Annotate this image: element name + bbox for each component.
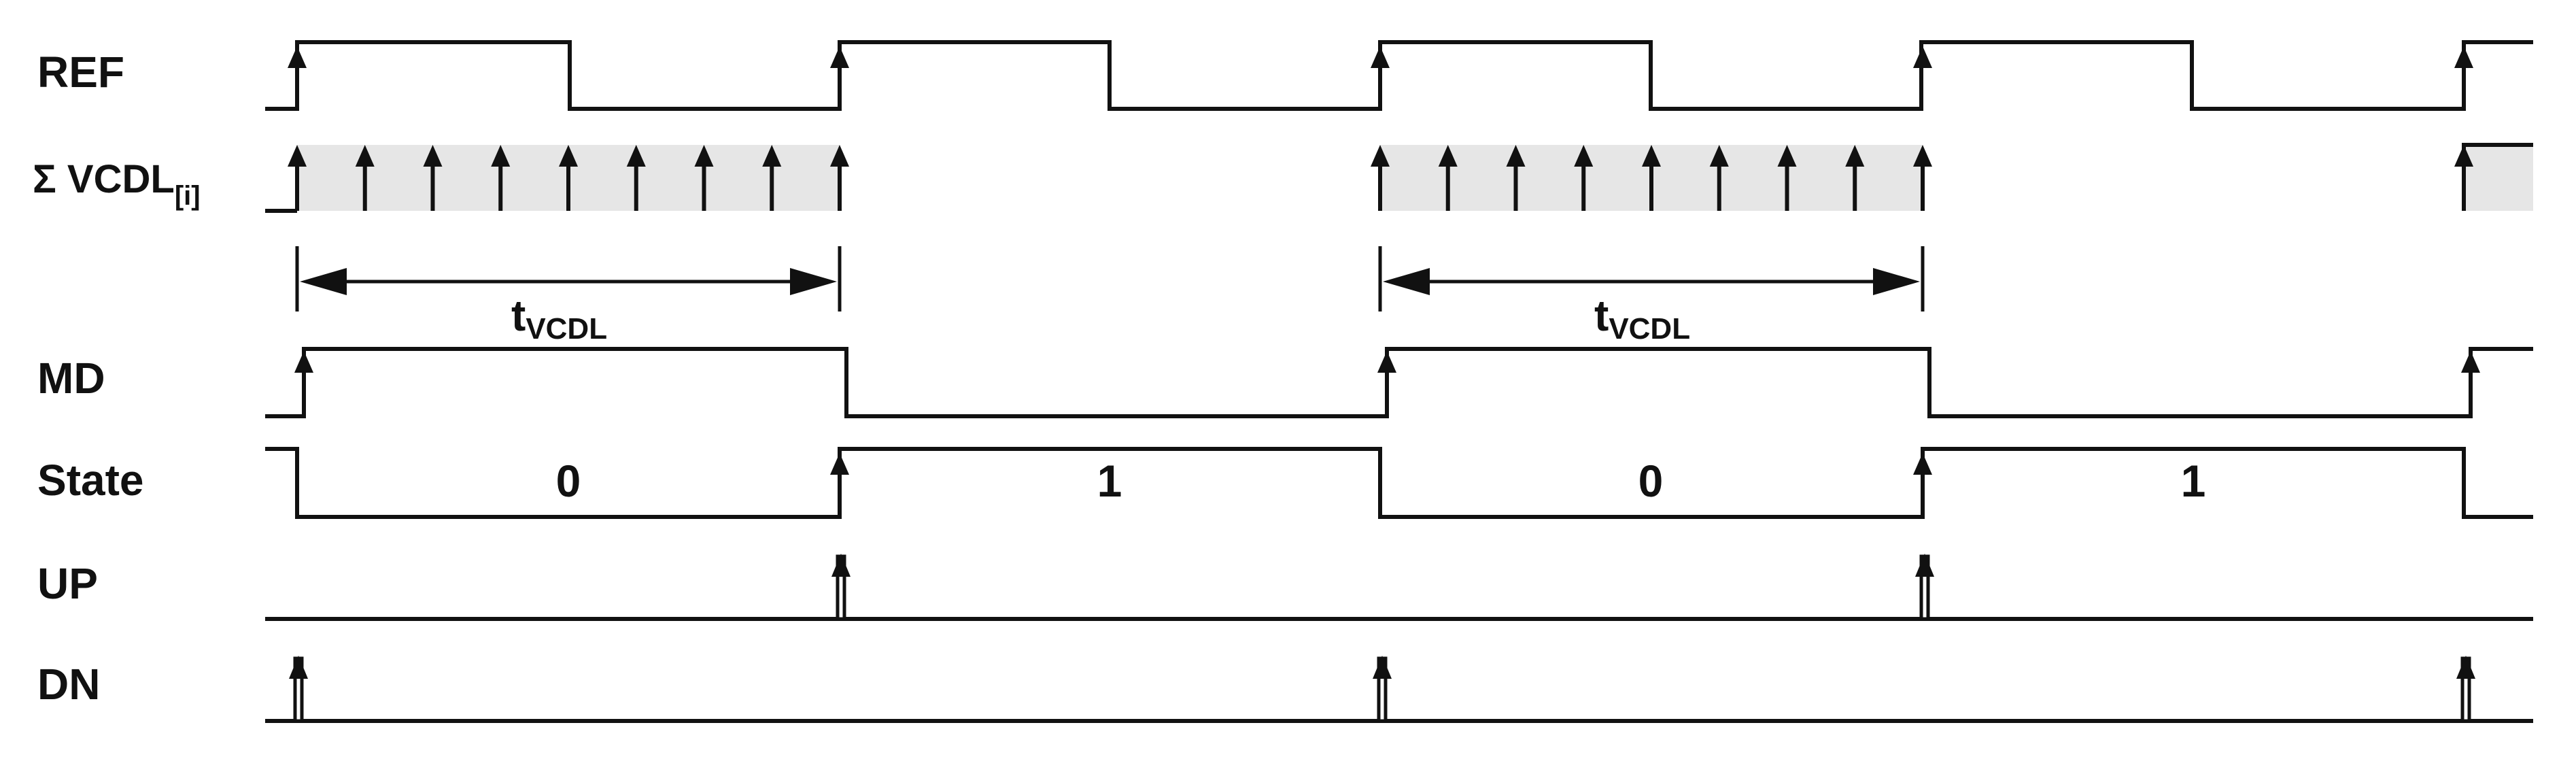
state-value-1: 0 xyxy=(556,456,581,506)
tvcdl-interval-1: tVCDL xyxy=(295,246,842,346)
vcdl-window-3 xyxy=(2464,145,2533,211)
rising-edge-arrow-icon xyxy=(1373,656,1392,679)
rising-edge-arrow-icon xyxy=(626,145,646,167)
ref-waveform xyxy=(265,40,2533,111)
rising-edge-arrow-icon xyxy=(423,145,443,167)
rising-edge-arrow-icon xyxy=(1913,46,1932,68)
tvcdl-interval-2: tVCDL xyxy=(1378,246,1925,346)
dn-label: DN xyxy=(37,660,100,709)
rising-edge-arrow-icon xyxy=(491,145,511,167)
ref-label: REF xyxy=(37,48,124,97)
state-value-4: 1 xyxy=(2181,456,2206,506)
rising-edge-arrow-icon xyxy=(831,554,851,577)
rising-edge-arrow-icon xyxy=(1709,145,1729,167)
rising-edge-arrow-icon xyxy=(830,46,849,68)
rising-edge-arrow-icon xyxy=(289,656,308,679)
rising-edge-arrow-icon xyxy=(1777,145,1797,167)
rising-edge-arrow-icon xyxy=(1574,145,1594,167)
rising-edge-arrow-icon xyxy=(2454,145,2473,167)
md-label: MD xyxy=(37,354,105,403)
state-edge-arrows xyxy=(830,453,1932,475)
vcdl-label: Σ VCDL[i] xyxy=(33,157,201,211)
rising-edge-arrow-icon xyxy=(762,145,782,167)
md-rising-edge-arrows xyxy=(294,351,2480,373)
rising-edge-arrow-icon xyxy=(830,453,849,475)
state-value-2: 1 xyxy=(1097,456,1122,506)
rising-edge-arrow-icon xyxy=(830,145,849,167)
vcdl-label-main: Σ VCDL xyxy=(33,157,175,201)
vcdl-label-subscript: [i] xyxy=(175,181,201,211)
up-label: UP xyxy=(37,559,98,608)
rising-edge-arrow-icon xyxy=(1377,351,1396,373)
state-value-3: 0 xyxy=(1638,456,1664,506)
rising-edge-arrow-icon xyxy=(1913,145,1932,167)
rising-edge-arrow-icon xyxy=(1915,554,1934,577)
rising-edge-arrow-icon xyxy=(1642,145,1661,167)
state-label: State xyxy=(37,456,144,505)
rising-edge-arrow-icon xyxy=(2456,656,2475,679)
vcdl-tap-arrows xyxy=(288,145,2473,211)
tvcdl-label-2: tVCDL xyxy=(1594,291,1690,346)
state-waveform xyxy=(265,447,2533,519)
rising-edge-arrow-icon xyxy=(1506,145,1526,167)
rising-edge-arrow-icon xyxy=(1845,145,1865,167)
rising-edge-arrow-icon xyxy=(288,145,307,167)
tvcdl-label-1: tVCDL xyxy=(511,291,607,346)
dn-pulses xyxy=(289,656,2475,723)
rising-edge-arrow-icon xyxy=(694,145,714,167)
rising-edge-arrow-icon xyxy=(1913,453,1932,475)
rising-edge-arrow-icon xyxy=(2454,46,2473,68)
rising-edge-arrow-icon xyxy=(1371,46,1390,68)
rising-edge-arrow-icon xyxy=(294,351,313,373)
rising-edge-arrow-icon xyxy=(355,145,375,167)
rising-edge-arrow-icon xyxy=(1438,145,1458,167)
rising-edge-arrow-icon xyxy=(1371,145,1390,167)
md-waveform xyxy=(265,347,2533,418)
up-pulses xyxy=(831,554,1934,621)
rising-edge-arrow-icon xyxy=(2461,351,2480,373)
rising-edge-arrow-icon xyxy=(288,46,307,68)
ref-rising-edge-arrows xyxy=(288,46,2473,68)
rising-edge-arrow-icon xyxy=(559,145,578,167)
